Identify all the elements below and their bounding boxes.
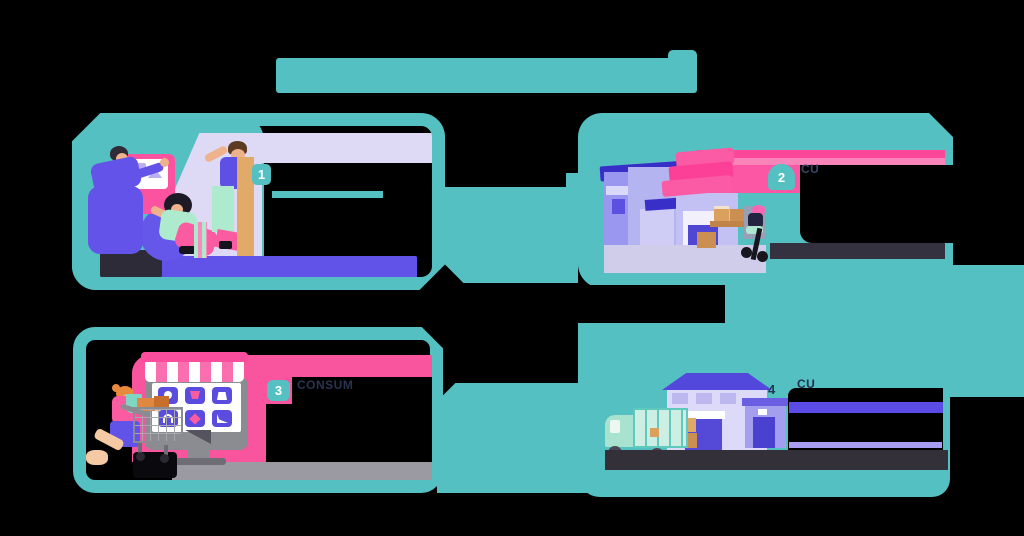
pink-band-light <box>697 158 945 166</box>
dolly-wheel-1 <box>741 247 752 258</box>
panel4-ground-bar <box>605 450 948 470</box>
worker-leg <box>746 226 763 234</box>
store-wall-stripe <box>606 186 629 195</box>
title-bar <box>276 58 697 93</box>
handbag-icon <box>217 392 227 400</box>
price-tag-icon <box>189 413 201 425</box>
panel4-text-knockout <box>788 388 943 450</box>
connector-notch-square <box>566 173 580 187</box>
side-building-door <box>753 417 775 448</box>
warehouse-window-3 <box>720 393 736 404</box>
step1-badge: 1 <box>252 164 271 185</box>
step4-badge: 4 <box>768 382 776 397</box>
worker-body <box>748 213 763 228</box>
shelf-board <box>710 221 748 227</box>
panel2-bottom-gap <box>578 285 725 323</box>
truck-container <box>633 408 688 448</box>
shopper-boot <box>86 450 108 465</box>
warehouse-window-2 <box>696 393 712 404</box>
app-tile-bag <box>212 387 232 404</box>
worker-hair-pink <box>752 205 765 216</box>
side-building-roof <box>742 398 789 406</box>
cart-leg-1 <box>138 443 142 453</box>
tshirt-icon <box>190 391 200 399</box>
panel3-text-knockout-b <box>266 404 292 462</box>
panel4-purple-bar <box>789 402 943 413</box>
woman1-face <box>171 204 183 215</box>
man1-hand <box>160 158 169 167</box>
striped-cushion <box>194 222 207 258</box>
side-building-window <box>758 409 767 415</box>
warehouse-window-1 <box>672 393 688 404</box>
panel2-text-knockout <box>800 165 953 243</box>
awning-stripes <box>145 362 244 382</box>
high-heel-icon <box>217 414 228 423</box>
cart-wheel-1 <box>136 452 145 461</box>
panel1-lavender-strip <box>262 133 433 163</box>
step2-badge: 2 <box>768 164 795 190</box>
step3-badge: 3 <box>267 380 290 401</box>
monitor-stand <box>187 450 209 460</box>
store-front-inset <box>640 209 674 247</box>
panel2-ground-bar <box>770 243 945 259</box>
connector-row1-bridge <box>443 187 578 283</box>
monitor-base <box>170 458 226 465</box>
dolly-wheel-2 <box>757 251 768 262</box>
truck-windshield <box>610 420 620 433</box>
store-window <box>612 199 625 214</box>
awning-top-bar <box>141 352 248 363</box>
step3-text-fragment: CONSUM <box>297 378 354 392</box>
cart-box-2 <box>154 396 169 408</box>
tan-door-panel <box>237 157 254 256</box>
man2-apron <box>212 186 234 232</box>
connector-center-block <box>437 383 588 493</box>
watch-icon <box>164 391 172 399</box>
panel3-border <box>73 327 443 493</box>
cart-leg-2 <box>164 445 168 455</box>
panel1-border <box>72 113 445 290</box>
panel3-grey-floor <box>172 462 432 480</box>
pink-band-dark <box>697 150 945 158</box>
app-tile-tag <box>185 410 205 427</box>
panel4-lightpurple-bar <box>789 442 942 448</box>
box-small-3 <box>697 232 716 248</box>
app-tile-heel <box>212 410 232 427</box>
cart-wheel-2 <box>160 454 169 463</box>
box-small-1 <box>714 206 729 222</box>
shopper-hair-bun <box>112 384 120 392</box>
panel1-floor-bar <box>140 256 417 280</box>
warehouse-lintel <box>681 411 725 419</box>
step2-text-fragment: CU <box>801 162 820 176</box>
warehouse-roof <box>662 373 772 390</box>
man2-shoe <box>219 241 232 249</box>
container-label <box>650 428 659 437</box>
store-floor <box>604 245 766 273</box>
app-tile-shirt <box>185 387 205 404</box>
man1-lower-body <box>88 186 143 254</box>
step4-text-fragment: CU <box>797 377 816 391</box>
panel3-text-knockout-a <box>292 377 432 462</box>
box-small-2 <box>730 209 744 222</box>
woman1-shoe <box>179 246 196 254</box>
step1-highlight-bar <box>272 191 383 198</box>
